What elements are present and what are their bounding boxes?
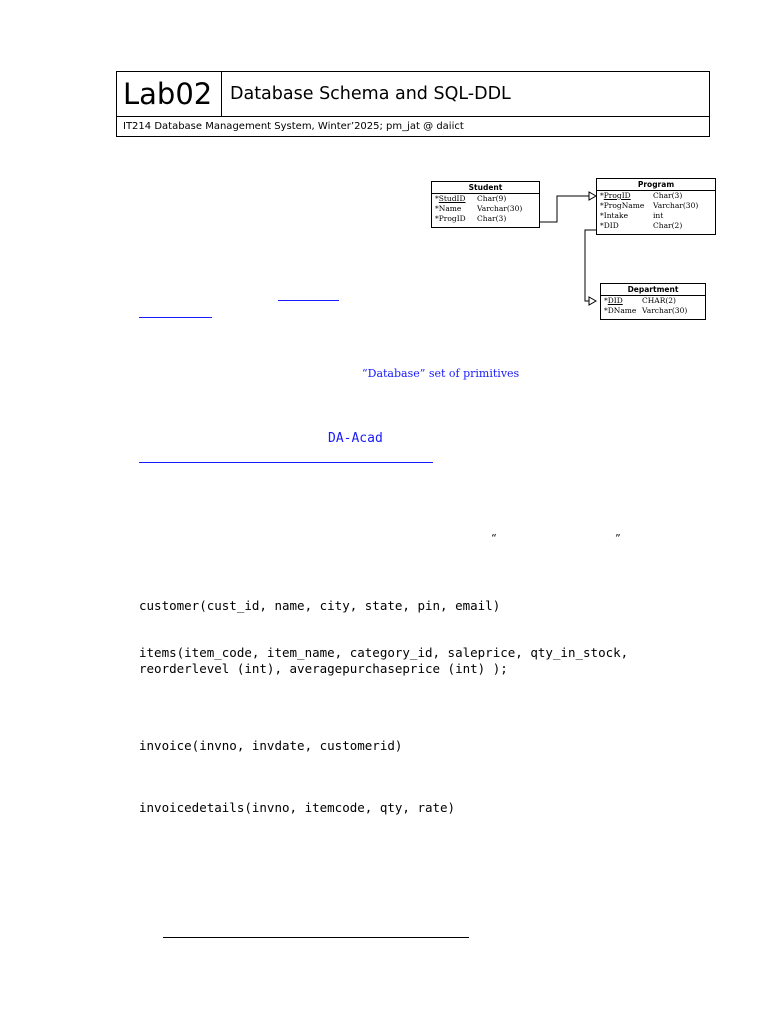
student-program-link bbox=[540, 195, 594, 223]
program-col-did: DID bbox=[603, 221, 619, 230]
invoice-schema: invoice(invno, invdate, customerid) bbox=[139, 738, 403, 753]
student-col-studid: StudID bbox=[438, 194, 466, 203]
course-info: IT214 Database Management System, Winter… bbox=[123, 121, 464, 132]
hyperlink-underline-3[interactable] bbox=[139, 462, 433, 463]
department-table-name: Department bbox=[601, 284, 705, 296]
program-row-progname: *ProgName Varchar(30) bbox=[600, 201, 699, 210]
program-table-name: Program bbox=[597, 179, 715, 191]
program-department-link bbox=[584, 229, 596, 302]
close-quote: ” bbox=[615, 532, 621, 545]
items-schema-line1: items(item_code, item_name, category_id,… bbox=[139, 645, 629, 660]
er-diagram-connectors bbox=[540, 191, 598, 306]
department-type-dname: Varchar(30) bbox=[642, 306, 688, 315]
lab-number: Lab02 bbox=[117, 72, 222, 116]
program-type-progname: Varchar(30) bbox=[653, 201, 699, 210]
database-primitives-text: “Database” set of primitives bbox=[362, 367, 520, 380]
program-col-progname: ProgName bbox=[603, 201, 645, 210]
student-table-name: Student bbox=[432, 182, 539, 194]
hyperlink-underline-2[interactable] bbox=[139, 317, 212, 318]
lab-header-top: Lab02 Database Schema and SQL-DDL bbox=[117, 72, 709, 117]
student-program-arrow-icon bbox=[588, 191, 598, 201]
student-type-studid: Char(9) bbox=[477, 194, 507, 203]
student-row-progid: *ProgID Char(3) bbox=[435, 214, 507, 223]
department-table: Department *DID CHAR(2) *DName Varchar(3… bbox=[600, 283, 706, 320]
bottom-rule bbox=[163, 937, 469, 938]
program-col-progid: ProgID bbox=[603, 191, 631, 200]
department-row-dname: *DName Varchar(30) bbox=[604, 306, 688, 315]
program-row-progid: *ProgID Char(3) bbox=[600, 191, 683, 200]
student-type-name: Varchar(30) bbox=[477, 204, 523, 213]
program-row-did: *DID Char(2) bbox=[600, 221, 683, 230]
department-col-did: DID bbox=[607, 296, 623, 305]
open-quote: “ bbox=[491, 532, 497, 545]
program-type-progid: Char(3) bbox=[653, 191, 683, 200]
department-col-dname: DName bbox=[607, 306, 637, 315]
student-type-progid: Char(3) bbox=[477, 214, 507, 223]
student-row-name: *Name Varchar(30) bbox=[435, 204, 523, 213]
program-type-intake: int bbox=[653, 211, 664, 220]
student-col-name: Name bbox=[438, 204, 462, 213]
student-row-studid: *StudID Char(9) bbox=[435, 194, 507, 203]
program-table: Program *ProgID Char(3) *ProgName Varcha… bbox=[596, 178, 716, 235]
invoicedetails-schema: invoicedetails(invno, itemcode, qty, rat… bbox=[139, 800, 456, 815]
program-department-arrow-icon bbox=[588, 296, 598, 306]
lab-title: Database Schema and SQL-DDL bbox=[230, 84, 511, 104]
department-row-did: *DID CHAR(2) bbox=[604, 296, 676, 305]
department-type-did: CHAR(2) bbox=[642, 296, 676, 305]
student-col-progid: ProgID bbox=[438, 214, 466, 223]
hyperlink-underline-1[interactable] bbox=[278, 300, 339, 301]
items-schema-line2: reorderlevel (int), averagepurchaseprice… bbox=[139, 661, 508, 676]
da-acad-text: DA-Acad bbox=[328, 431, 383, 446]
student-table: Student *StudID Char(9) *Name Varchar(30… bbox=[431, 181, 540, 228]
lab-header: Lab02 Database Schema and SQL-DDL IT214 … bbox=[116, 71, 710, 137]
program-type-did: Char(2) bbox=[653, 221, 683, 230]
program-col-intake: Intake bbox=[603, 211, 629, 220]
program-row-intake: *Intake int bbox=[600, 211, 664, 220]
customer-schema: customer(cust_id, name, city, state, pin… bbox=[139, 598, 501, 613]
